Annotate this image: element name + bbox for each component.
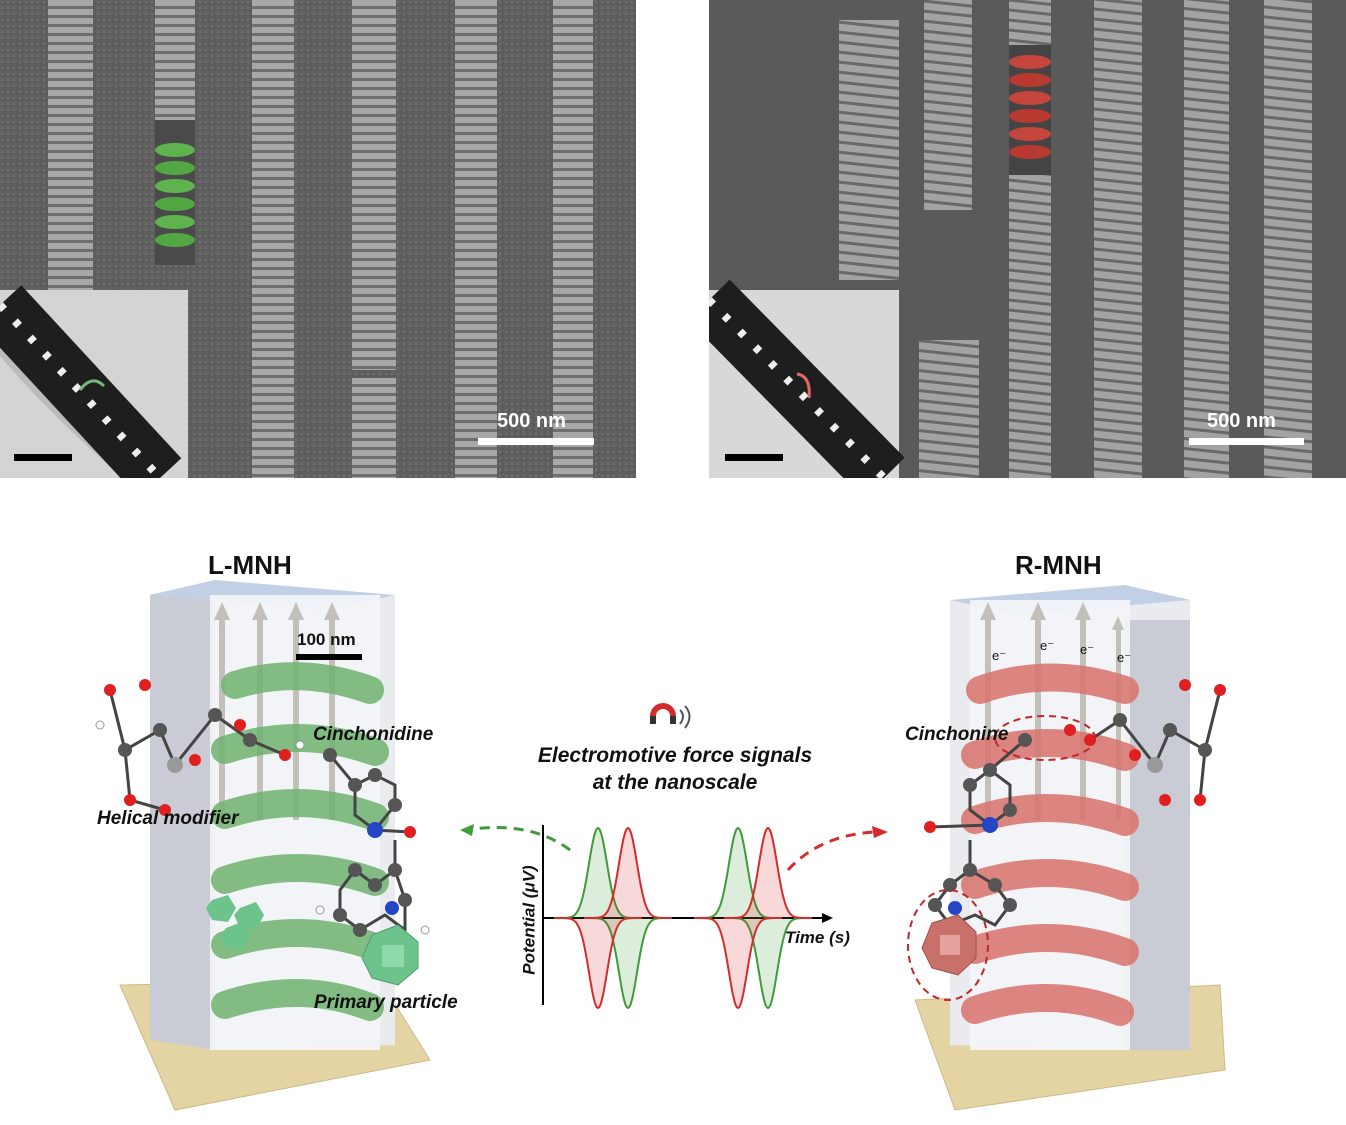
pulse-line-1-2 bbox=[694, 917, 782, 1010]
electron-label-4: e⁻ bbox=[1117, 650, 1132, 665]
emf-chart bbox=[460, 703, 888, 1010]
sem-image-left: 500 nm bbox=[0, 0, 636, 478]
electron-label-3: e⁻ bbox=[1080, 642, 1095, 657]
x-axis-label: Time (s) bbox=[785, 928, 850, 947]
pulse-fill-1-3 bbox=[724, 828, 812, 918]
pulse-fill-0-3 bbox=[724, 918, 812, 1008]
emf-signal-panel: Electromotive force signals at the nanos… bbox=[450, 690, 900, 1020]
cinchonidine-label: Cinchonidine bbox=[313, 724, 434, 745]
red-helix-overlay bbox=[1009, 45, 1051, 175]
l-mnh-graphic bbox=[95, 580, 431, 1111]
electron-label-2: e⁻ bbox=[1040, 638, 1055, 653]
r-mnh-model: R-MNH e⁻ e⁻ e⁻ e⁻ Cinchonine bbox=[880, 540, 1346, 1125]
green-helix-overlay bbox=[155, 120, 195, 265]
magnet-icon bbox=[650, 703, 691, 729]
sem-right-scale-label: 500 nm bbox=[1207, 410, 1276, 432]
helical-modifier-molecule bbox=[95, 679, 305, 816]
r-mnh-title: R-MNH bbox=[1015, 550, 1102, 580]
signal-curves bbox=[554, 826, 812, 1010]
r-mnh-graphic bbox=[907, 585, 1226, 1111]
primary-particles bbox=[206, 895, 419, 986]
emf-title-line1: Electromotive force signals bbox=[537, 744, 813, 767]
pulse-line-1-1 bbox=[584, 826, 672, 919]
tem-inset-right bbox=[709, 279, 905, 478]
primary-particle-label: Primary particle bbox=[314, 992, 458, 1013]
emf-title-line2: at the nanoscale bbox=[592, 771, 758, 794]
l-mnh-model: L-MNH 100 nm Cinchonidine Helical modifi… bbox=[0, 540, 520, 1125]
l-mnh-scale-label: 100 nm bbox=[297, 630, 356, 649]
primary-particle-right bbox=[921, 914, 977, 976]
tem-inset-left bbox=[0, 285, 188, 478]
sem-left-graphic bbox=[0, 0, 636, 478]
pulse-line-1-0 bbox=[554, 917, 642, 1010]
cinchonidine-molecule bbox=[315, 748, 430, 937]
pulse-fill-0-2 bbox=[694, 828, 782, 918]
emf-title: Electromotive force signals at the nanos… bbox=[520, 742, 830, 796]
sem-left-scale-label: 500 nm bbox=[497, 410, 566, 432]
pulse-fill-1-1 bbox=[584, 828, 672, 918]
red-helix bbox=[961, 663, 1139, 1026]
sem-right-graphic bbox=[709, 0, 1346, 478]
cinchonine-label: Cinchonine bbox=[905, 724, 1009, 745]
pulse-fill-1-2 bbox=[694, 918, 782, 1008]
pulse-fill-0-1 bbox=[584, 918, 672, 1008]
l-mnh-title: L-MNH bbox=[208, 550, 292, 580]
helical-modifier-molecule-right bbox=[1064, 679, 1226, 806]
electron-label-1: e⁻ bbox=[992, 648, 1007, 663]
helical-modifier-label: Helical modifier bbox=[97, 808, 239, 829]
y-axis-label: Potential (μV) bbox=[519, 865, 539, 975]
pulse-fill-0-0 bbox=[554, 828, 642, 918]
pulse-line-1-3 bbox=[724, 826, 812, 919]
sem-image-right: 500 nm bbox=[709, 0, 1346, 478]
pulse-fill-1-0 bbox=[554, 918, 642, 1008]
